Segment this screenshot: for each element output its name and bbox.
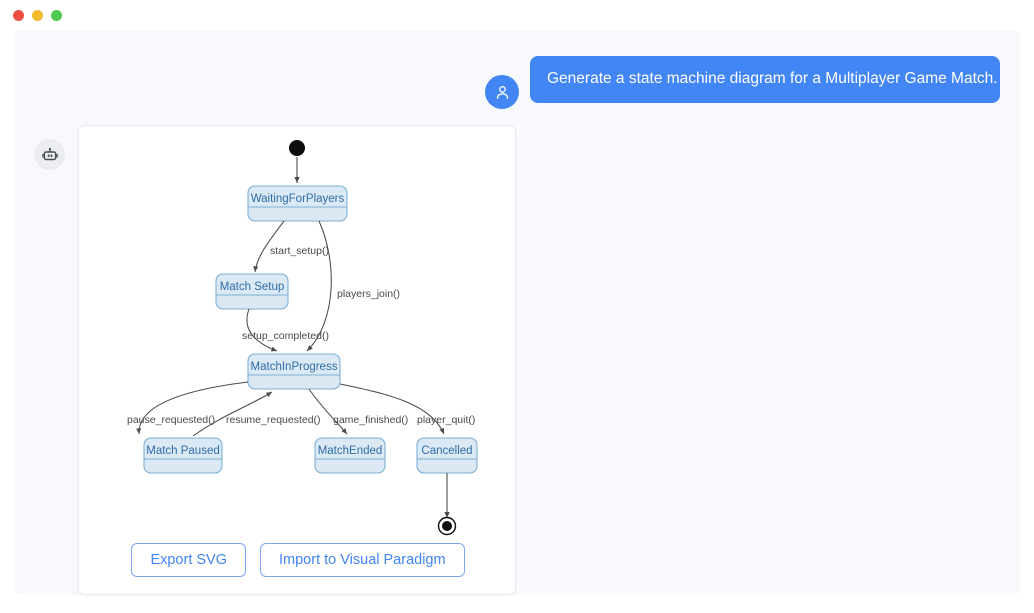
initial-state-node — [289, 140, 305, 156]
edge-waiting-to-setup — [253, 220, 285, 273]
state-label: Match Paused — [146, 445, 220, 457]
user-avatar — [485, 75, 519, 109]
edge-setup-to-progress — [246, 308, 278, 352]
edge-paused-to-progress — [192, 391, 273, 437]
edge-progress-to-ended — [308, 388, 348, 435]
state-node-paused[interactable]: Match Paused — [143, 437, 223, 474]
edge-waiting-to-progress — [306, 220, 332, 352]
edge-label-resume-requested: resume_requested() — [226, 414, 321, 426]
state-node-setup[interactable]: Match Setup — [215, 273, 289, 310]
state-node-cancelled[interactable]: Cancelled — [416, 437, 478, 474]
minimize-window-button[interactable] — [32, 9, 43, 21]
user-message-bubble: Generate a state machine diagram for a M… — [530, 56, 1000, 103]
diagram-actions: Export SVG Import to Visual Paradigm — [79, 543, 517, 577]
edge-progress-to-paused — [136, 381, 249, 435]
maximize-window-button[interactable] — [51, 9, 62, 21]
export-svg-button[interactable]: Export SVG — [131, 543, 246, 577]
state-node-ended[interactable]: MatchEnded — [314, 437, 386, 474]
robot-icon — [41, 147, 58, 160]
edge-label-players-join: players_join() — [337, 288, 400, 300]
state-node-progress[interactable]: MatchInProgress — [247, 353, 341, 390]
import-to-visual-paradigm-button[interactable]: Import to Visual Paradigm — [260, 543, 465, 577]
edge-progress-to-cancelled — [339, 383, 445, 435]
chat-panel: Generate a state machine diagram for a M… — [14, 30, 1020, 595]
edge-label-game-finished: game_finished() — [333, 414, 408, 426]
state-machine-diagram: WaitingForPlayers Match Setup MatchInPro… — [79, 126, 517, 536]
user-icon — [496, 85, 508, 99]
state-label: WaitingForPlayers — [251, 193, 345, 205]
final-state-node — [437, 516, 457, 536]
window-titlebar — [0, 0, 1034, 30]
bot-avatar — [34, 139, 65, 170]
close-window-button[interactable] — [13, 9, 24, 21]
diagram-svg: WaitingForPlayers Match Setup MatchInPro… — [127, 140, 478, 536]
state-node-waiting[interactable]: WaitingForPlayers — [247, 185, 348, 222]
state-label: MatchEnded — [318, 445, 383, 457]
edge-label-player-quit: player_quit() — [417, 414, 475, 426]
state-label: MatchInProgress — [251, 361, 338, 373]
bot-message-row: WaitingForPlayers Match Setup MatchInPro… — [34, 125, 516, 595]
state-label: Cancelled — [421, 445, 472, 457]
diagram-card: WaitingForPlayers Match Setup MatchInPro… — [78, 125, 516, 595]
edge-label-pause-requested: pause_requested() — [127, 414, 215, 426]
edge-label-start-setup: start_setup() — [270, 245, 329, 257]
edge-label-setup-completed: setup_completed() — [242, 330, 329, 342]
state-label: Match Setup — [220, 281, 285, 293]
user-message-row: Generate a state machine diagram for a M… — [485, 56, 1000, 109]
